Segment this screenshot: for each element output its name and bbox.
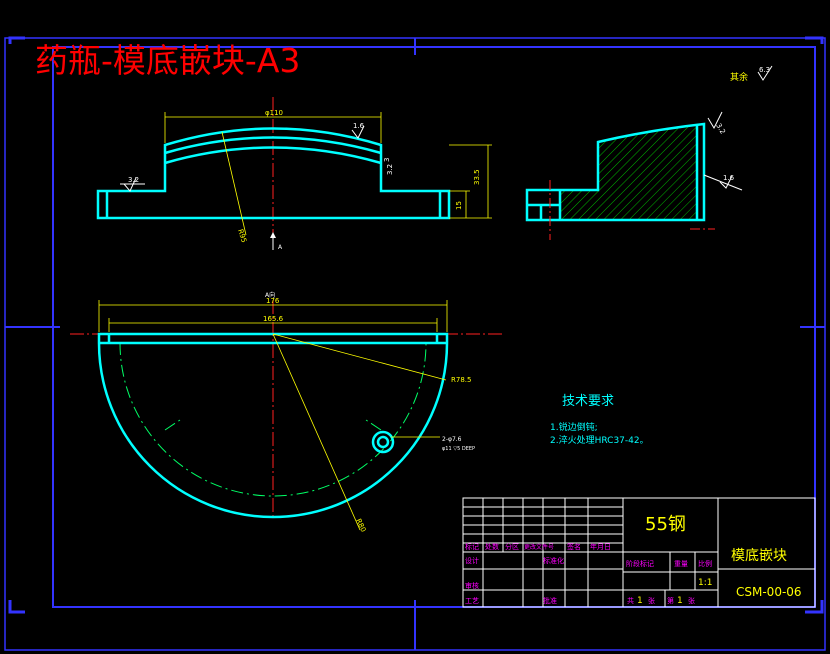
rough-arc-symbol: 1.6 bbox=[351, 122, 365, 139]
section-arrow: A bbox=[270, 232, 283, 251]
svg-text:A: A bbox=[278, 244, 283, 251]
hdr-date: 年月日 bbox=[590, 542, 611, 551]
rough-right-symbol: 3.2 bbox=[386, 164, 394, 175]
side-outline bbox=[525, 122, 706, 222]
plan-inner-arcs bbox=[119, 342, 427, 497]
tech-line-2: 2.淬火处理HRC37-42。 bbox=[550, 434, 649, 446]
side-view: 3.2 1.6 bbox=[525, 111, 743, 240]
hdr-docno: 更改文件号 bbox=[524, 543, 554, 551]
side-hatch bbox=[560, 125, 697, 220]
hdr-zone: 分区 bbox=[505, 542, 519, 551]
scale: 1:1 bbox=[698, 578, 712, 588]
rough-left-symbol: 3.2 bbox=[120, 176, 145, 192]
plan-outline bbox=[97, 332, 449, 519]
dim-165-6: 165.6 bbox=[263, 315, 284, 323]
hdr-sign: 签名 bbox=[567, 542, 581, 551]
part-name: 模底嵌块 bbox=[731, 548, 787, 564]
plan-view: A向 176 165.6 R78.5 R80 2-φ7.6 φ11 ▽5 DEE… bbox=[70, 291, 502, 533]
sheets-total-pre: 共 bbox=[627, 596, 634, 605]
dim-dia-110: φ110 bbox=[265, 109, 283, 117]
sheet-no: 1 bbox=[677, 596, 683, 606]
svg-text:3.2: 3.2 bbox=[714, 122, 726, 136]
dim-r95: R95 bbox=[236, 228, 248, 244]
lbl-stage: 阶段标记 bbox=[626, 559, 654, 568]
dim-15: 15 bbox=[455, 201, 463, 210]
title-block: 标记 处数 分区 更改文件号 签名 年月日 设计 标准化 审核 工艺 批准 阶段… bbox=[462, 497, 816, 608]
tech-heading: 技术要求 bbox=[562, 394, 614, 409]
roughness-rest-symbol: 6.3 bbox=[757, 65, 773, 81]
lbl-weight: 重量 bbox=[674, 560, 688, 568]
drawing-number: CSM-00-06 bbox=[736, 585, 802, 599]
dim-r80: R80 bbox=[354, 517, 367, 533]
hole-note-2: φ11 ▽5 DEEP bbox=[442, 446, 475, 452]
technical-requirements: 技术要求 1.锐边倒钝; 2.淬火处理HRC37-42。 bbox=[550, 394, 649, 446]
plan-dims bbox=[98, 300, 448, 531]
svg-text:3.2: 3.2 bbox=[386, 164, 394, 175]
hole-note-1: 2-φ7.6 bbox=[442, 436, 462, 443]
lbl-process: 工艺 bbox=[465, 597, 479, 605]
dim-176: 176 bbox=[266, 297, 280, 305]
sheets-total-post: 张 bbox=[648, 596, 655, 605]
dim-33-5: 33.5 bbox=[473, 169, 481, 185]
lbl-check: 审核 bbox=[465, 581, 479, 590]
svg-text:1.6: 1.6 bbox=[353, 122, 365, 130]
sheets-total: 1 bbox=[637, 596, 643, 606]
sheet-post: 张 bbox=[688, 596, 695, 605]
lbl-design: 设计 bbox=[465, 556, 479, 565]
svg-text:6.3: 6.3 bbox=[759, 66, 770, 74]
centering-marks bbox=[5, 38, 825, 650]
inner-frame bbox=[52, 46, 816, 608]
hdr-mark: 标记 bbox=[465, 542, 479, 551]
dim-r78-5: R78.5 bbox=[451, 376, 471, 384]
dim-3: 3 bbox=[383, 158, 391, 162]
roughness-rest-label: 其余 bbox=[730, 71, 748, 83]
view-label-a: A向 bbox=[265, 291, 275, 299]
side-rough-top: 3.2 bbox=[707, 111, 727, 136]
front-view: φ110 33.5 15 3 R95 1.6 3.2 3.2 A bbox=[96, 97, 492, 251]
lbl-ratio: 比例 bbox=[698, 559, 712, 568]
corner-marks bbox=[8, 36, 824, 614]
lbl-standard: 标准化 bbox=[543, 556, 564, 565]
svg-text:3.2: 3.2 bbox=[128, 176, 139, 184]
drawing-title: 药瓶-模底嵌块-A3 bbox=[35, 41, 300, 80]
lbl-approve: 批准 bbox=[543, 596, 557, 605]
material: 55钢 bbox=[645, 514, 686, 535]
hdr-count: 处数 bbox=[485, 542, 499, 551]
sheet-pre: 第 bbox=[667, 596, 674, 605]
tech-line-1: 1.锐边倒钝; bbox=[550, 421, 598, 433]
side-rough-right: 1.6 bbox=[703, 174, 743, 191]
svg-text:1.6: 1.6 bbox=[723, 174, 735, 182]
front-outline bbox=[96, 127, 451, 220]
